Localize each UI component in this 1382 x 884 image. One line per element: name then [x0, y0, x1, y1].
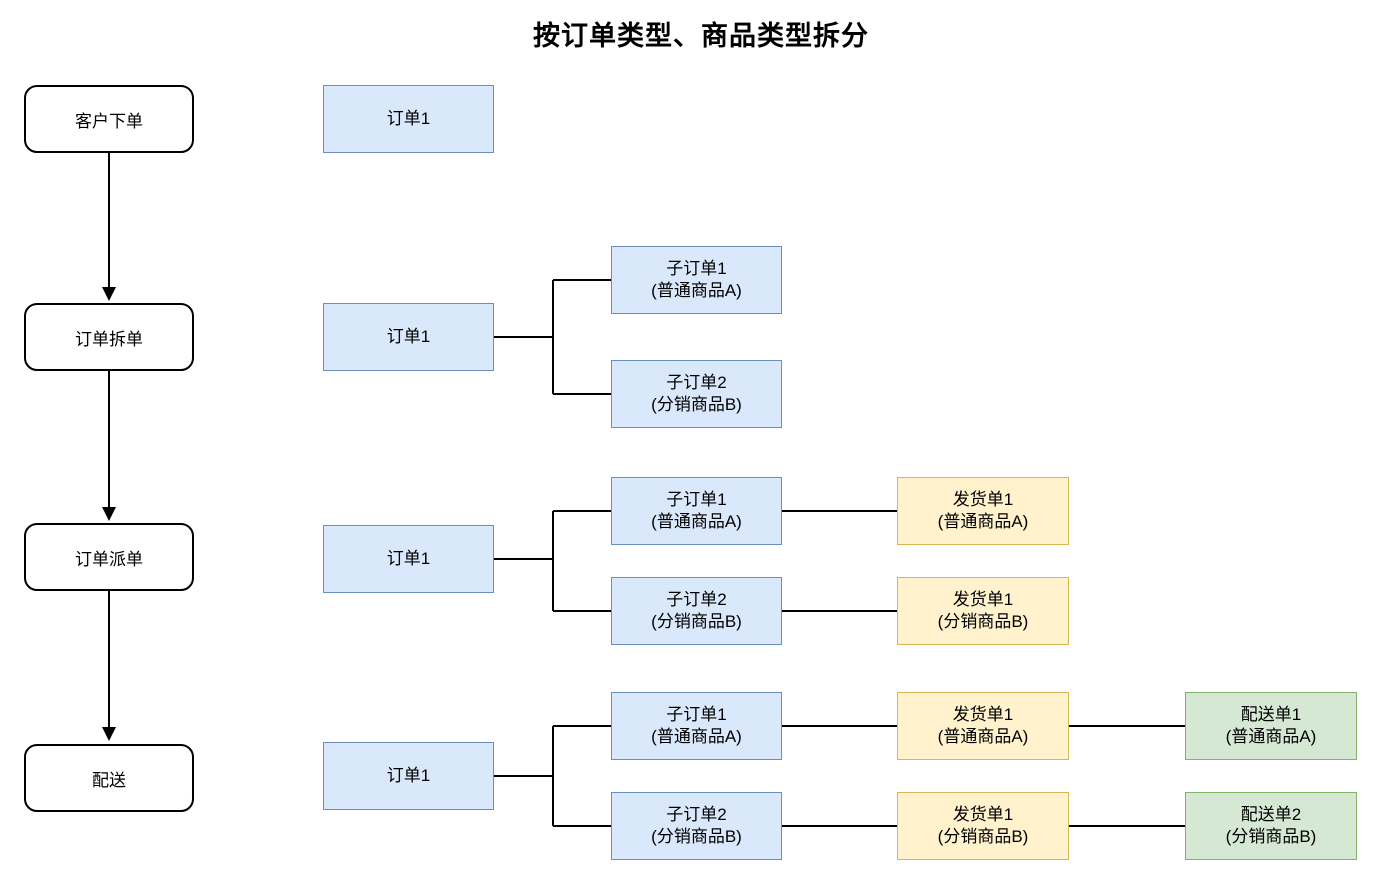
stage-label: 配送: [92, 770, 126, 790]
connector-tree-row4: [494, 725, 1185, 827]
node-shipment2-row3: 发货单1 (分销商品B): [897, 577, 1069, 645]
node-title: 订单1: [386, 108, 431, 128]
node-title: 发货单1: [952, 589, 1014, 609]
node-title: 子订单2: [666, 372, 727, 392]
node-subtitle: (分销商品B): [937, 612, 1029, 631]
node-subtitle: (普通商品A): [651, 281, 742, 300]
node-subtitle: (普通商品A): [1225, 727, 1317, 746]
node-subtitle: (分销商品B): [937, 827, 1029, 846]
node-title: 子订单2: [666, 589, 727, 609]
node-subtitle: (分销商品B): [1225, 827, 1317, 846]
node-order1-row3: 订单1: [323, 525, 494, 593]
node-subtitle: (普通商品A): [937, 727, 1029, 746]
node-subtitle: (分销商品B): [651, 827, 742, 846]
diagram-title: 按订单类型、商品类型拆分: [533, 21, 869, 51]
node-title: 订单1: [386, 326, 431, 346]
node-suborder2-row4: 子订单2 (分销商品B): [611, 792, 782, 860]
node-title: 配送单2: [1240, 804, 1302, 824]
node-title: 发货单1: [952, 804, 1014, 824]
stage-customer-order: 客户下单: [24, 85, 194, 153]
node-suborder2-row3: 子订单2 (分销商品B): [611, 577, 782, 645]
node-subtitle: (普通商品A): [651, 727, 742, 746]
node-order1-row2: 订单1: [323, 303, 494, 371]
stage-label: 客户下单: [75, 111, 143, 131]
node-suborder2-row2: 子订单2 (分销商品B): [611, 360, 782, 428]
node-suborder1-row2: 子订单1 (普通商品A): [611, 246, 782, 314]
node-shipment1-row3: 发货单1 (普通商品A): [897, 477, 1069, 545]
stage-label: 订单派单: [75, 549, 143, 569]
node-subtitle: (分销商品B): [651, 395, 742, 414]
node-title: 发货单1: [952, 489, 1014, 509]
node-title: 子订单1: [666, 258, 727, 278]
node-title: 订单1: [386, 548, 431, 568]
node-suborder1-row3: 子订单1 (普通商品A): [611, 477, 782, 545]
node-subtitle: (分销商品B): [651, 612, 742, 631]
node-title: 发货单1: [952, 704, 1014, 724]
stage-order-split: 订单拆单: [24, 303, 194, 371]
node-suborder1-row4: 子订单1 (普通商品A): [611, 692, 782, 760]
node-subtitle: (普通商品A): [651, 512, 742, 531]
node-title: 配送单1: [1240, 704, 1302, 724]
stage-label: 订单拆单: [75, 329, 143, 349]
node-title: 订单1: [386, 765, 431, 785]
stage-order-dispatch: 订单派单: [24, 523, 194, 591]
node-order1-row4: 订单1: [323, 742, 494, 810]
node-delivery1-row4: 配送单1 (普通商品A): [1185, 692, 1357, 760]
node-title: 子订单2: [666, 804, 727, 824]
node-delivery2-row4: 配送单2 (分销商品B): [1185, 792, 1357, 860]
connector-tree-row3: [494, 510, 897, 612]
node-subtitle: (普通商品A): [937, 512, 1029, 531]
node-title: 子订单1: [666, 489, 727, 509]
node-order1-row1: 订单1: [323, 85, 494, 153]
stage-delivery: 配送: [24, 744, 194, 812]
node-shipment1-row4: 发货单1 (普通商品A): [897, 692, 1069, 760]
node-shipment2-row4: 发货单1 (分销商品B): [897, 792, 1069, 860]
connector-tree-row2: [494, 279, 611, 395]
node-title: 子订单1: [666, 704, 727, 724]
